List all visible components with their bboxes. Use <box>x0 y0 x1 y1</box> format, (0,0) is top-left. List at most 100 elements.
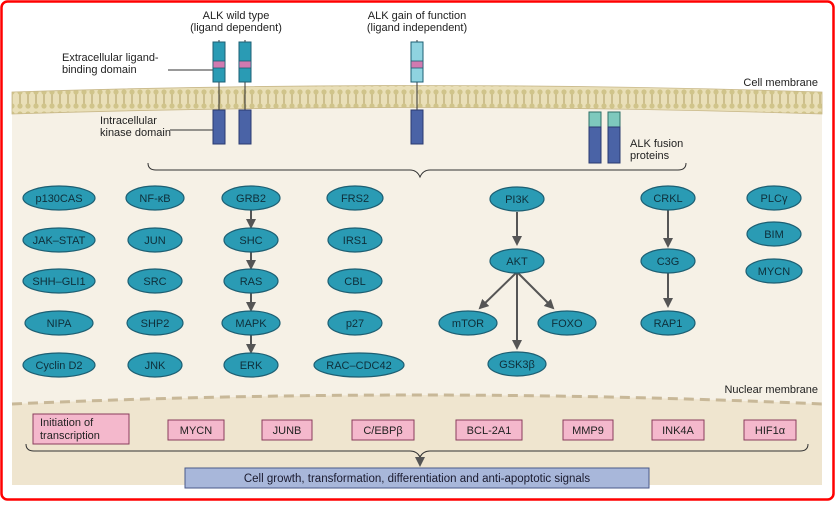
gain-of-function-label: ALK gain of function <box>368 10 466 22</box>
cytoplasm-region <box>12 86 822 485</box>
svg-text:SHP2: SHP2 <box>141 318 170 330</box>
node-nipa: NIPA <box>24 310 94 336</box>
alk-wild-type-receptor-1 <box>212 40 226 145</box>
svg-text:RAP1: RAP1 <box>654 318 683 330</box>
alk-wild-type-receptor-2 <box>238 40 252 145</box>
svg-text:BIM: BIM <box>764 229 784 241</box>
box-mmp9: MMP9 <box>562 419 614 441</box>
node-grb2: GRB2 <box>221 185 281 211</box>
node-rac-cdc42: RAC–CDC42 <box>313 352 405 378</box>
extracellular-label: Extracellular ligand- <box>62 52 159 64</box>
svg-text:CRKL: CRKL <box>653 193 682 205</box>
node-ras: RAS <box>223 268 279 294</box>
svg-text:Initiation of: Initiation of <box>40 417 94 429</box>
node-erk: ERK <box>223 352 279 378</box>
node-frs2: FRS2 <box>326 185 384 211</box>
wild-type-sublabel: (ligand dependent) <box>190 22 282 34</box>
node-c3g: C3G <box>640 248 696 274</box>
node-jun: JUN <box>127 227 183 253</box>
svg-text:GRB2: GRB2 <box>236 193 266 205</box>
box-hif1a: HIF1α <box>743 419 797 441</box>
node-nf-kb: NF-κB <box>125 185 185 211</box>
svg-text:FRS2: FRS2 <box>341 193 369 205</box>
svg-text:SHC: SHC <box>239 235 262 247</box>
receptor-brace <box>147 162 687 179</box>
intracellular-sublabel: kinase domain <box>100 127 171 139</box>
node-plcg: PLCγ <box>746 185 802 211</box>
svg-text:FOXO: FOXO <box>551 318 583 330</box>
svg-text:C3G: C3G <box>657 256 680 268</box>
svg-text:MAPK: MAPK <box>235 318 267 330</box>
nuclear-membrane <box>11 393 823 406</box>
svg-text:GSK3β: GSK3β <box>499 359 535 371</box>
signaling-arrows <box>246 210 673 354</box>
node-shh-gli1: SHH–GLI1 <box>22 268 96 294</box>
node-p27: p27 <box>327 310 383 336</box>
svg-text:p27: p27 <box>346 318 364 330</box>
alk-gain-of-function-receptor <box>410 40 424 145</box>
wild-type-label: ALK wild type <box>203 10 270 22</box>
node-gsk3b: GSK3β <box>487 351 547 377</box>
svg-text:ERK: ERK <box>240 360 263 372</box>
svg-text:JAK–STAT: JAK–STAT <box>33 235 86 247</box>
svg-text:RAC–CDC42: RAC–CDC42 <box>326 360 391 372</box>
box-mycn: MYCN <box>167 419 225 441</box>
alk-fusion-protein-1 <box>588 111 602 164</box>
svg-text:JUN: JUN <box>144 235 165 247</box>
node-pi3k: PI3K <box>489 186 545 212</box>
alk-fusion-protein-2 <box>607 111 621 164</box>
intracellular-label: Intracellular <box>100 115 157 127</box>
node-cbl: CBL <box>327 268 383 294</box>
box-initiation-of-transcription: Initiation of transcription <box>32 413 130 445</box>
svg-text:IRS1: IRS1 <box>343 235 367 247</box>
output-signal-box: Cell growth, transformation, differentia… <box>184 467 650 489</box>
node-jak-stat: JAK–STAT <box>22 227 96 253</box>
gain-of-function-sublabel: (ligand independent) <box>367 22 467 34</box>
nucleus-region <box>12 395 822 485</box>
node-shc: SHC <box>223 227 279 253</box>
svg-text:NF-κB: NF-κB <box>139 193 170 205</box>
node-cyclin-d2: Cyclin D2 <box>22 352 96 378</box>
svg-text:INK4A: INK4A <box>662 425 694 437</box>
extracellular-sublabel: binding domain <box>62 64 137 76</box>
svg-text:BCL-2A1: BCL-2A1 <box>467 425 512 437</box>
node-akt: AKT <box>489 248 545 274</box>
svg-text:p130CAS: p130CAS <box>35 193 82 205</box>
svg-text:MYCN: MYCN <box>180 425 212 437</box>
node-mapk: MAPK <box>221 310 281 336</box>
svg-text:mTOR: mTOR <box>452 318 484 330</box>
nuclear-membrane-label: Nuclear membrane <box>724 384 818 396</box>
svg-text:JUNB: JUNB <box>273 425 302 437</box>
svg-text:CBL: CBL <box>344 276 365 288</box>
node-mtor: mTOR <box>438 310 498 336</box>
box-ink4a: INK4A <box>651 419 705 441</box>
node-bim: BIM <box>746 221 802 247</box>
node-mycn: MYCN <box>745 258 803 284</box>
box-bcl-2a1: BCL-2A1 <box>455 419 523 441</box>
svg-text:NIPA: NIPA <box>47 318 73 330</box>
node-crkl: CRKL <box>640 185 696 211</box>
svg-text:transcription: transcription <box>40 430 100 442</box>
svg-text:SHH–GLI1: SHH–GLI1 <box>32 276 85 288</box>
cell-membrane-label: Cell membrane <box>743 77 818 89</box>
fusion-label: ALK fusion <box>630 138 683 150</box>
svg-text:MMP9: MMP9 <box>572 425 604 437</box>
node-p130cas: p130CAS <box>22 185 96 211</box>
box-junb: JUNB <box>261 419 313 441</box>
output-signal-text: Cell growth, transformation, differentia… <box>244 473 591 485</box>
svg-text:AKT: AKT <box>506 256 528 268</box>
svg-text:HIF1α: HIF1α <box>755 425 786 437</box>
box-cebpb: C/EBPβ <box>351 419 415 441</box>
svg-text:SRC: SRC <box>143 276 166 288</box>
svg-text:MYCN: MYCN <box>758 266 790 278</box>
node-shp2: SHP2 <box>126 310 184 336</box>
svg-text:PI3K: PI3K <box>505 194 530 206</box>
svg-text:JNK: JNK <box>145 360 166 372</box>
svg-text:Cyclin D2: Cyclin D2 <box>35 360 82 372</box>
svg-text:PLCγ: PLCγ <box>761 193 788 205</box>
node-jnk: JNK <box>127 352 183 378</box>
svg-text:RAS: RAS <box>240 276 263 288</box>
node-irs1: IRS1 <box>327 227 383 253</box>
svg-text:C/EBPβ: C/EBPβ <box>363 425 402 437</box>
